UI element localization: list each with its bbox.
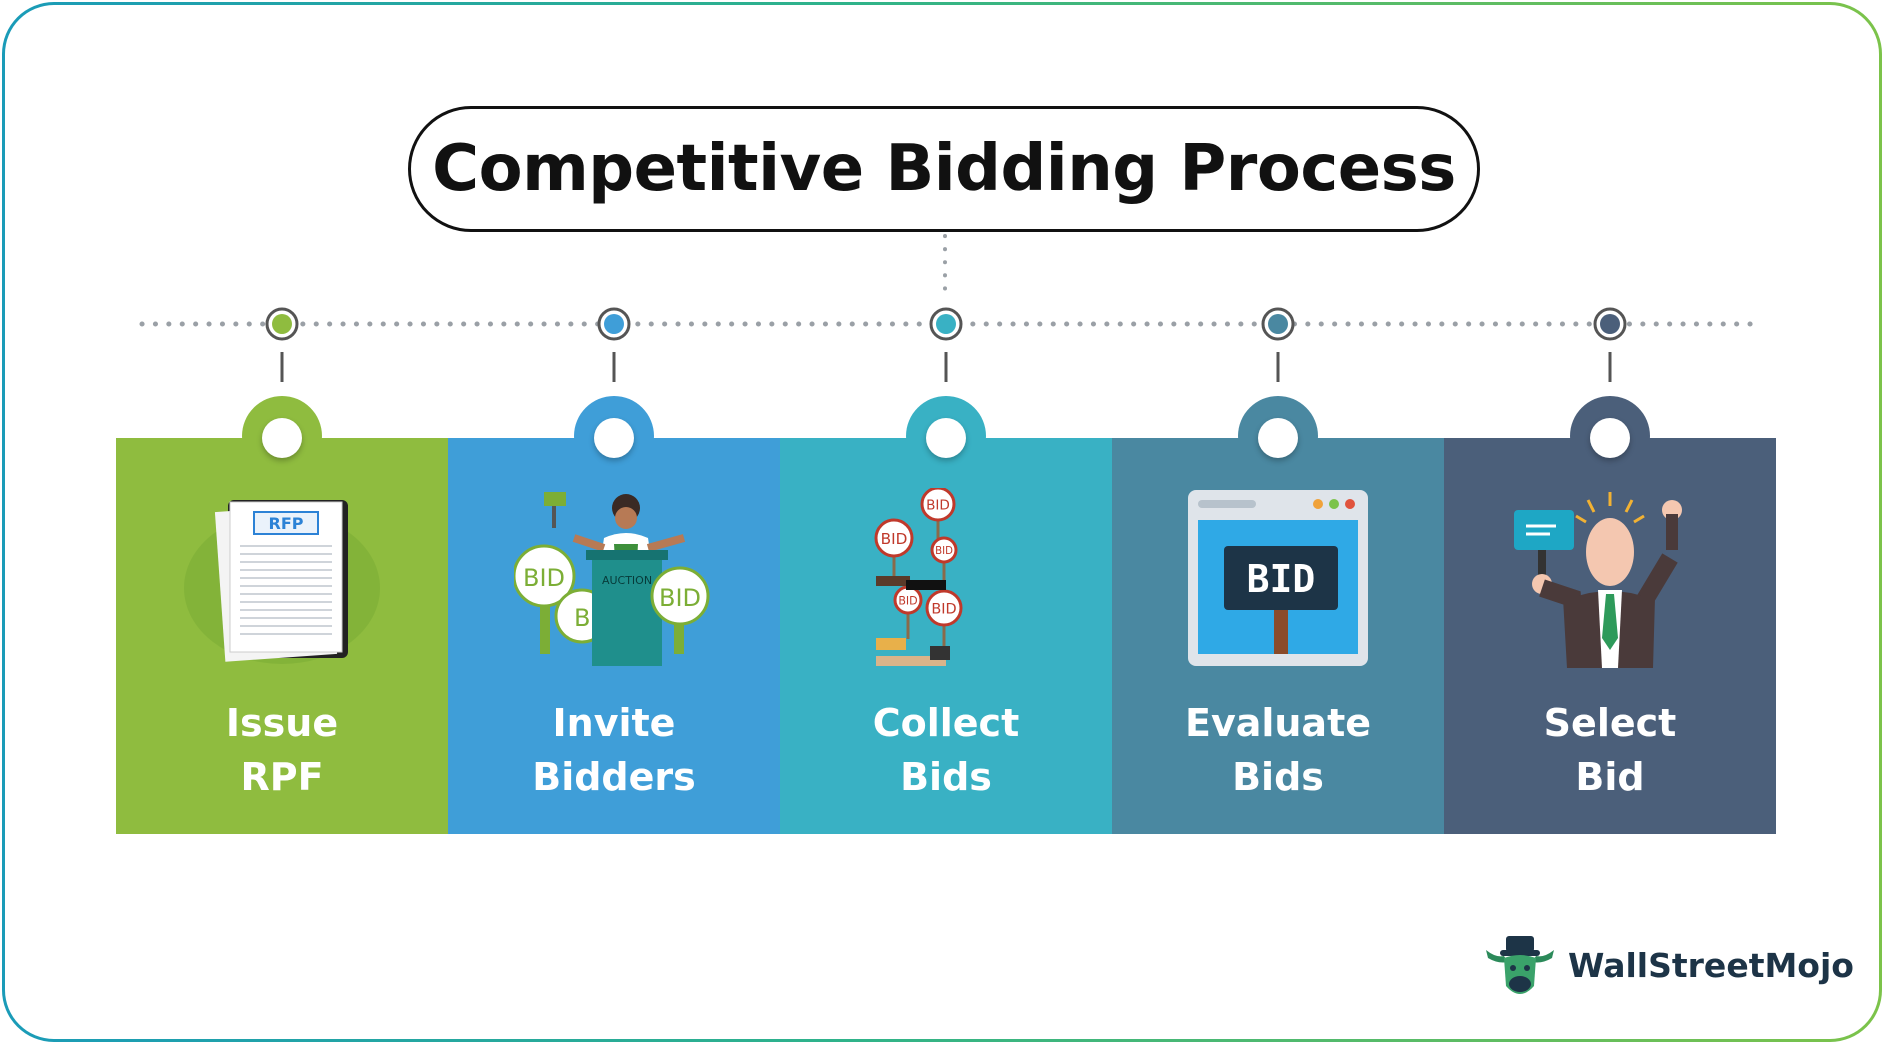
step-card: RFP Issue RPF [116,438,448,834]
bid-paddles-icon: BID BID BID BID BID [846,486,1046,668]
step-card: Select Bid [1444,438,1776,834]
card-tab-hole [1590,418,1630,458]
svg-text:BID: BID [659,584,701,612]
svg-text:BID: BID [1247,557,1316,601]
auctioneer-icon: BID B AUCTION BID [512,488,714,668]
timeline-marker [265,307,299,382]
step-label: Issue RPF [116,696,448,804]
svg-text:BID: BID [931,602,956,618]
svg-text:BID: BID [881,530,908,548]
card-tab-hole [594,418,634,458]
svg-text:B: B [574,604,590,632]
step-card: BID BID BID BID BID [780,438,1112,834]
step-label-line1: Invite [552,701,676,745]
title-pill: Competitive Bidding Process [408,106,1480,232]
svg-text:BID: BID [926,497,950,513]
step-label-line1: Issue [225,701,339,745]
timeline-marker [1593,307,1627,382]
browser-bid-icon: BID [1178,488,1378,668]
svg-text:BID: BID [898,594,917,607]
step-label: Evaluate Bids [1112,696,1444,804]
rfp-clipboard-icon: RFP [182,488,382,668]
step-card: BID Evaluate Bids [1112,438,1444,834]
step-card: BID B AUCTION BID Invite B [448,438,780,834]
step-label-line2: RPF [240,755,324,799]
step-label: Collect Bids [780,696,1112,804]
svg-text:RFP: RFP [269,514,304,533]
card-tab-hole [262,418,302,458]
card-tab-hole [1258,418,1298,458]
svg-text:BID: BID [523,564,565,592]
logo-text: WallStreetMojo [1568,946,1854,985]
diagram-title: Competitive Bidding Process [432,132,1456,206]
winner-businessman-icon [1510,488,1710,677]
svg-text:BID: BID [935,546,953,557]
step-label-line2: Bids [1232,755,1324,799]
step-label-line2: Bids [900,755,992,799]
card-tab-hole [926,418,966,458]
timeline-marker [1261,307,1295,382]
step-label-line1: Evaluate [1184,701,1372,745]
step-label-line2: Bid [1575,755,1645,799]
step-label-line1: Collect [872,701,1020,745]
step-label: Select Bid [1444,696,1776,804]
step-label: Invite Bidders [448,696,780,804]
svg-text:AUCTION: AUCTION [602,574,652,587]
timeline-marker [597,307,631,382]
bull-mascot-icon [1486,936,1554,994]
step-label-line2: Bidders [532,755,696,799]
step-label-line1: Select [1543,701,1677,745]
wallstreetmojo-logo: WallStreetMojo [1480,928,1854,1008]
timeline-marker [929,307,963,382]
